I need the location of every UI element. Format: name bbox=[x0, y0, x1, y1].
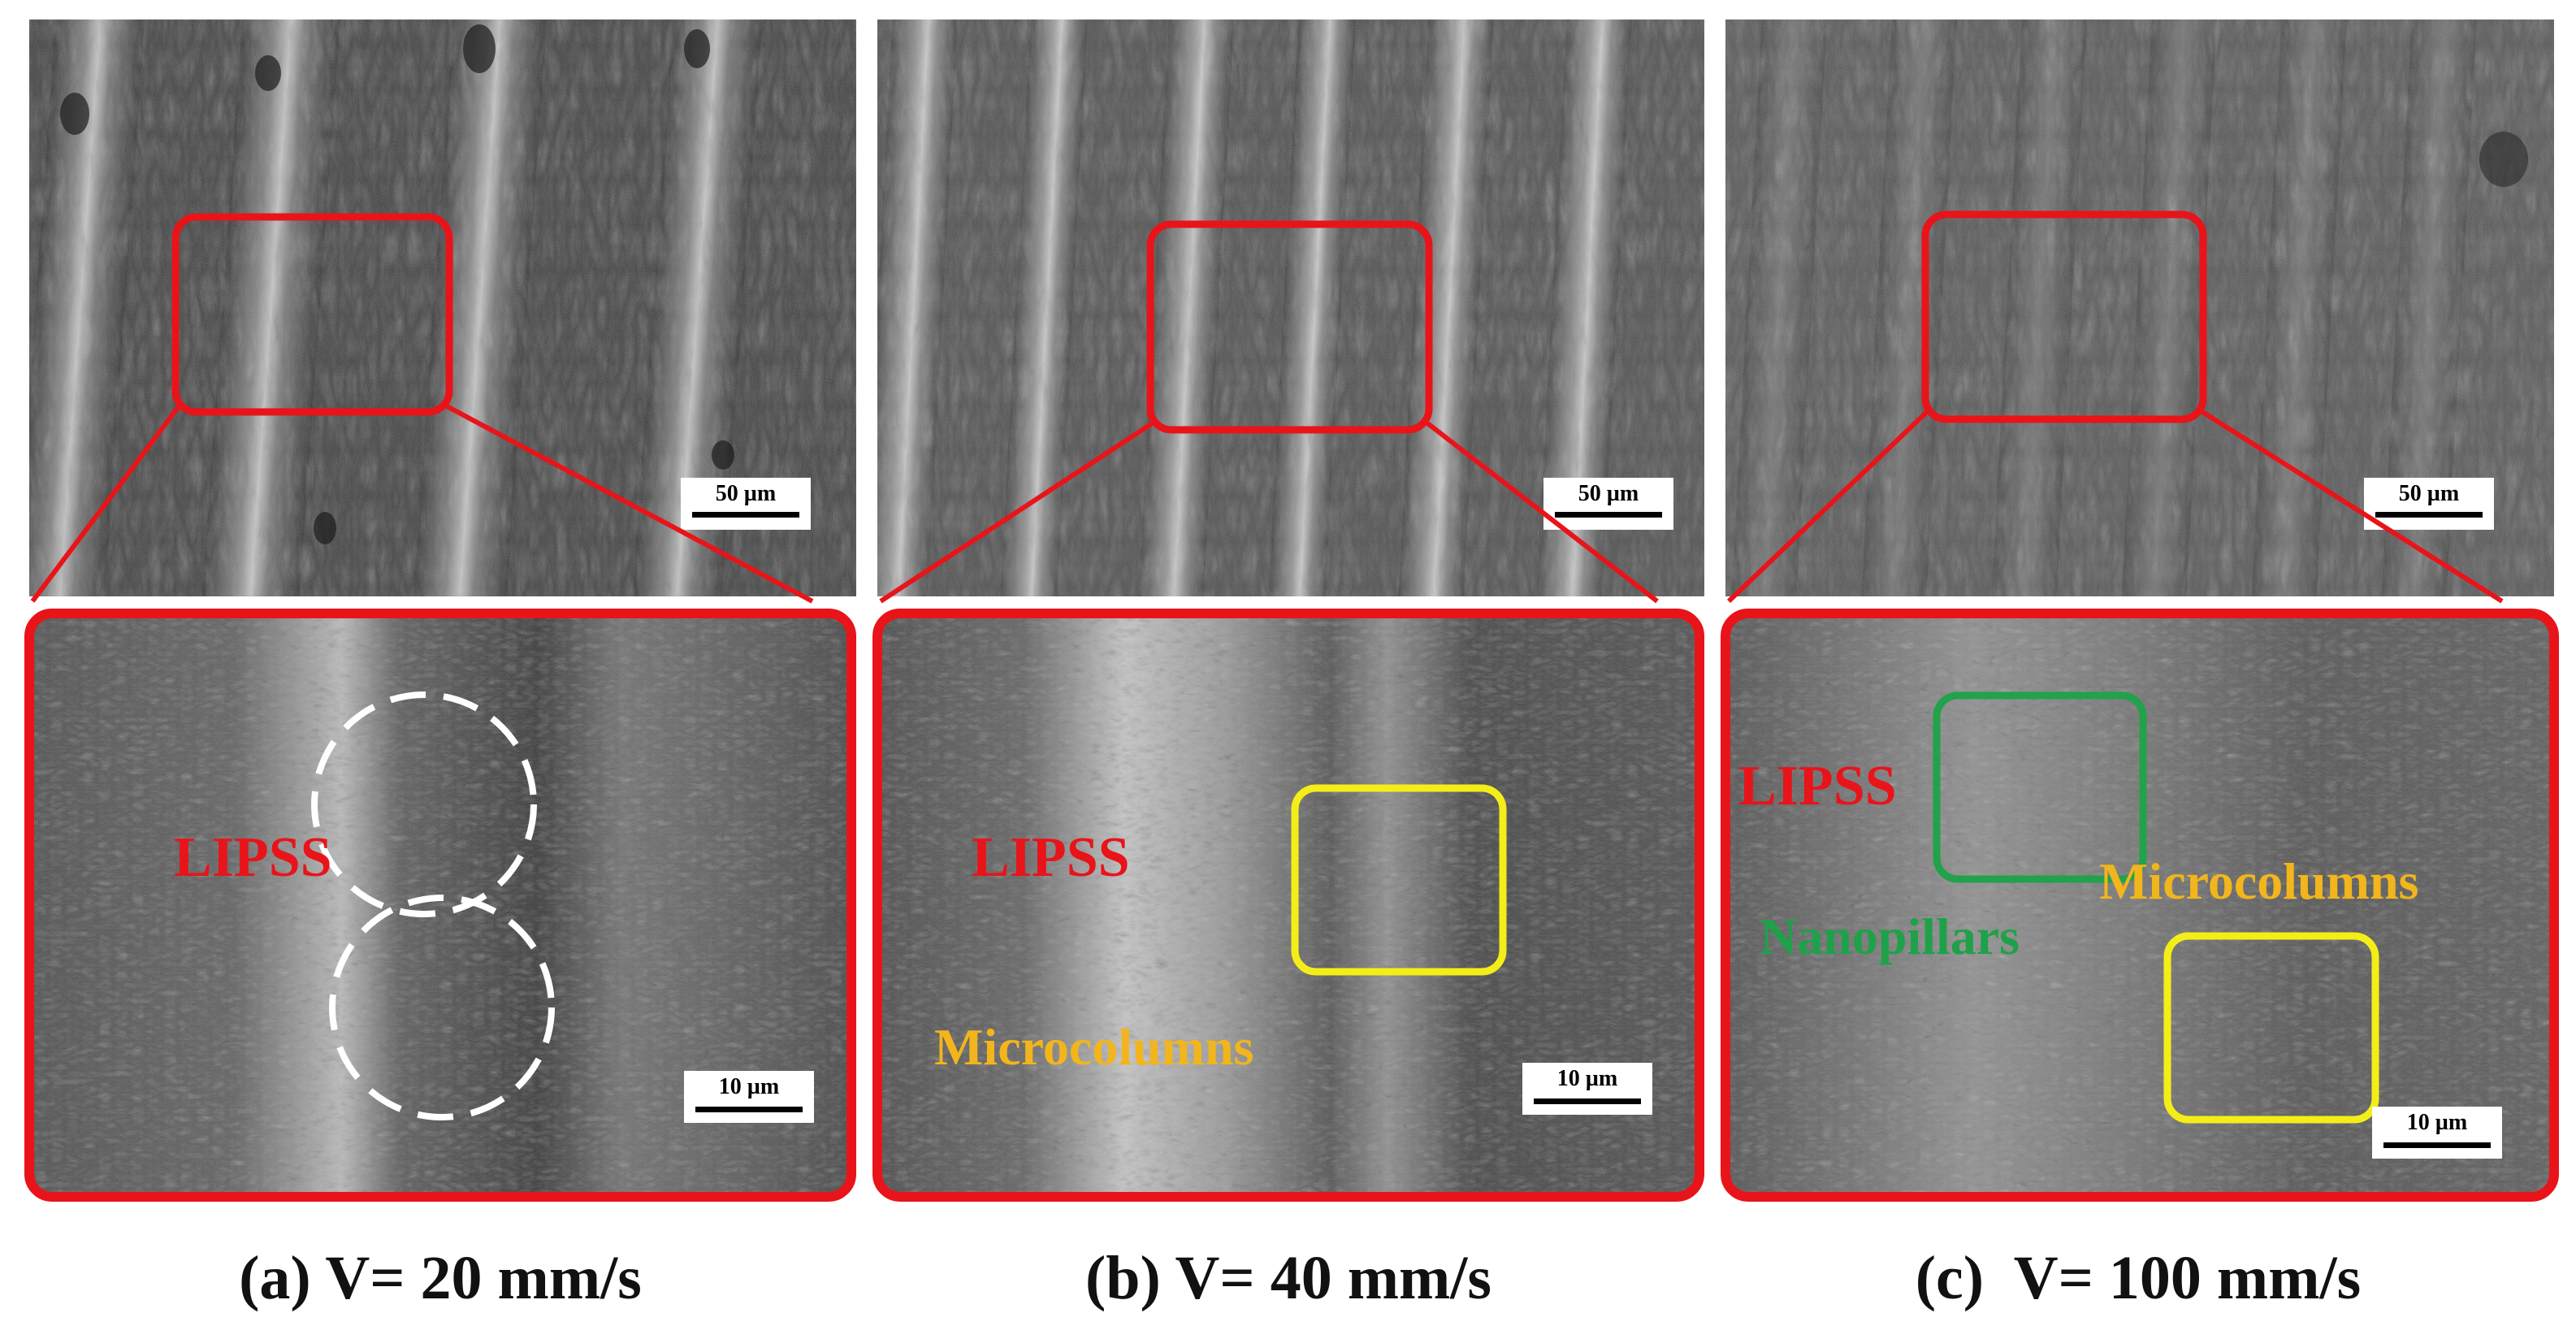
panel-c-nanopillars-label: Nanopillars bbox=[1760, 908, 2020, 965]
panel-b-overview-image bbox=[877, 20, 1704, 596]
dashed-circle-upper bbox=[311, 691, 537, 917]
panel-a-zoom-frame bbox=[24, 609, 856, 1202]
panel-c-top-scale-bar: 50 µm bbox=[2364, 478, 2494, 530]
panel-a-top-scale-bar: 50 µm bbox=[681, 478, 811, 530]
panel-c-nanopillar-highlight bbox=[1933, 691, 2147, 883]
panel-b-bottom-scale-label: 10 µm bbox=[1557, 1066, 1617, 1091]
panel-b-bottom-scale-bar: 10 µm bbox=[1522, 1063, 1652, 1115]
panel-a-lipss-label: LIPSS bbox=[174, 826, 332, 889]
panel-c-bottom-scale-bar: 10 µm bbox=[2372, 1107, 2502, 1159]
panel-c-caption: (c) V= 100 mm/s bbox=[1916, 1244, 2361, 1312]
panel-c-lipss-label: LIPSS bbox=[1738, 755, 1897, 817]
panel-b-lipss-label: LIPSS bbox=[972, 826, 1130, 889]
panel-c-bottom-scale-label: 10 µm bbox=[2407, 1110, 2467, 1135]
panel-c-microcolumn-highlight bbox=[2163, 932, 2379, 1124]
panel-c-top-scale-label: 50 µm bbox=[2399, 481, 2459, 506]
panel-b-microcolumn-highlight bbox=[1291, 784, 1507, 976]
panel-c-overview-image bbox=[1725, 20, 2554, 596]
panel-b-roi-box bbox=[1146, 220, 1433, 434]
panel-b-caption: (b) V= 40 mm/s bbox=[1085, 1244, 1491, 1312]
panel-a-bottom-scale-label: 10 µm bbox=[719, 1074, 779, 1099]
panel-a-roi-box bbox=[171, 213, 453, 416]
panel-b-top-scale-bar: 50 µm bbox=[1543, 478, 1673, 530]
panel-a-top-scale-label: 50 µm bbox=[716, 481, 776, 506]
panel-b-microcolumns-label: Microcolumns bbox=[934, 1018, 1253, 1076]
dashed-circle-lower bbox=[329, 895, 555, 1120]
panel-a-dashed-circles bbox=[311, 691, 555, 1120]
panel-a-caption: (a) V= 20 mm/s bbox=[239, 1244, 642, 1312]
panel-a-bottom-scale-bar: 10 µm bbox=[684, 1071, 814, 1123]
panel-a-zoom-lines bbox=[30, 404, 814, 604]
panel-b-top-scale-label: 50 µm bbox=[1578, 481, 1639, 506]
panel-c-zoom-frame bbox=[1721, 609, 2559, 1202]
panel-b-zoom-lines bbox=[879, 420, 1659, 604]
panel-c-roi-box bbox=[1921, 210, 2207, 423]
panel-c-microcolumns-label: Microcolumns bbox=[2099, 852, 2418, 910]
panel-c-zoom-image bbox=[1725, 613, 2554, 1197]
panel-b-zoom-frame bbox=[872, 609, 1704, 1202]
panel-c-zoom-lines bbox=[1726, 408, 2504, 604]
